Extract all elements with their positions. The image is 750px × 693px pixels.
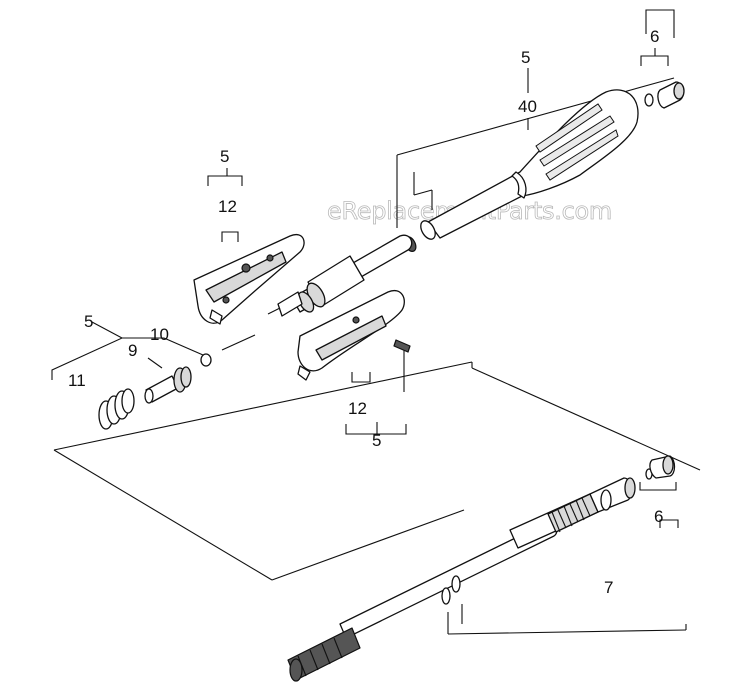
callout-10: 10	[150, 325, 169, 344]
handle-grip-part-40	[403, 89, 639, 252]
center-lower-bracket	[345, 372, 407, 435]
left-bracket	[51, 321, 204, 380]
lower-right-bracket	[447, 482, 687, 635]
spring-part-11	[98, 388, 135, 430]
callout-9: 9	[128, 341, 137, 360]
o-ring-part-10	[200, 353, 212, 367]
callout-12-center: 12	[348, 399, 367, 418]
callout-6-top-right: 6	[650, 27, 659, 46]
lance-tube-part-7	[287, 477, 636, 682]
screw-part	[393, 339, 411, 392]
callout-5-left-upper: 5	[220, 147, 229, 166]
callout-5-center: 5	[372, 431, 381, 450]
lance-assembly-boundary	[53, 361, 701, 581]
handle-shell-half-part-12-upper	[193, 233, 305, 325]
callout-5-left: 5	[84, 312, 93, 331]
center-shaft	[221, 234, 413, 351]
top-right-bracket	[396, 9, 675, 228]
callout-7: 7	[604, 578, 613, 597]
callout-11: 11	[68, 371, 86, 390]
callout-5-top-right: 5	[521, 48, 530, 67]
connector-fitting-part-6-top	[644, 81, 685, 109]
handle-shell-half-part-12-lower	[297, 289, 405, 381]
callout-40: 40	[518, 97, 537, 116]
connector-fitting-part-6-bottom	[645, 455, 676, 480]
callout-12-left-upper: 12	[218, 197, 237, 216]
nozzle-fitting-part-9	[144, 366, 192, 404]
left-upper-bracket	[207, 168, 243, 242]
callout-6-lower-right: 6	[654, 507, 663, 526]
